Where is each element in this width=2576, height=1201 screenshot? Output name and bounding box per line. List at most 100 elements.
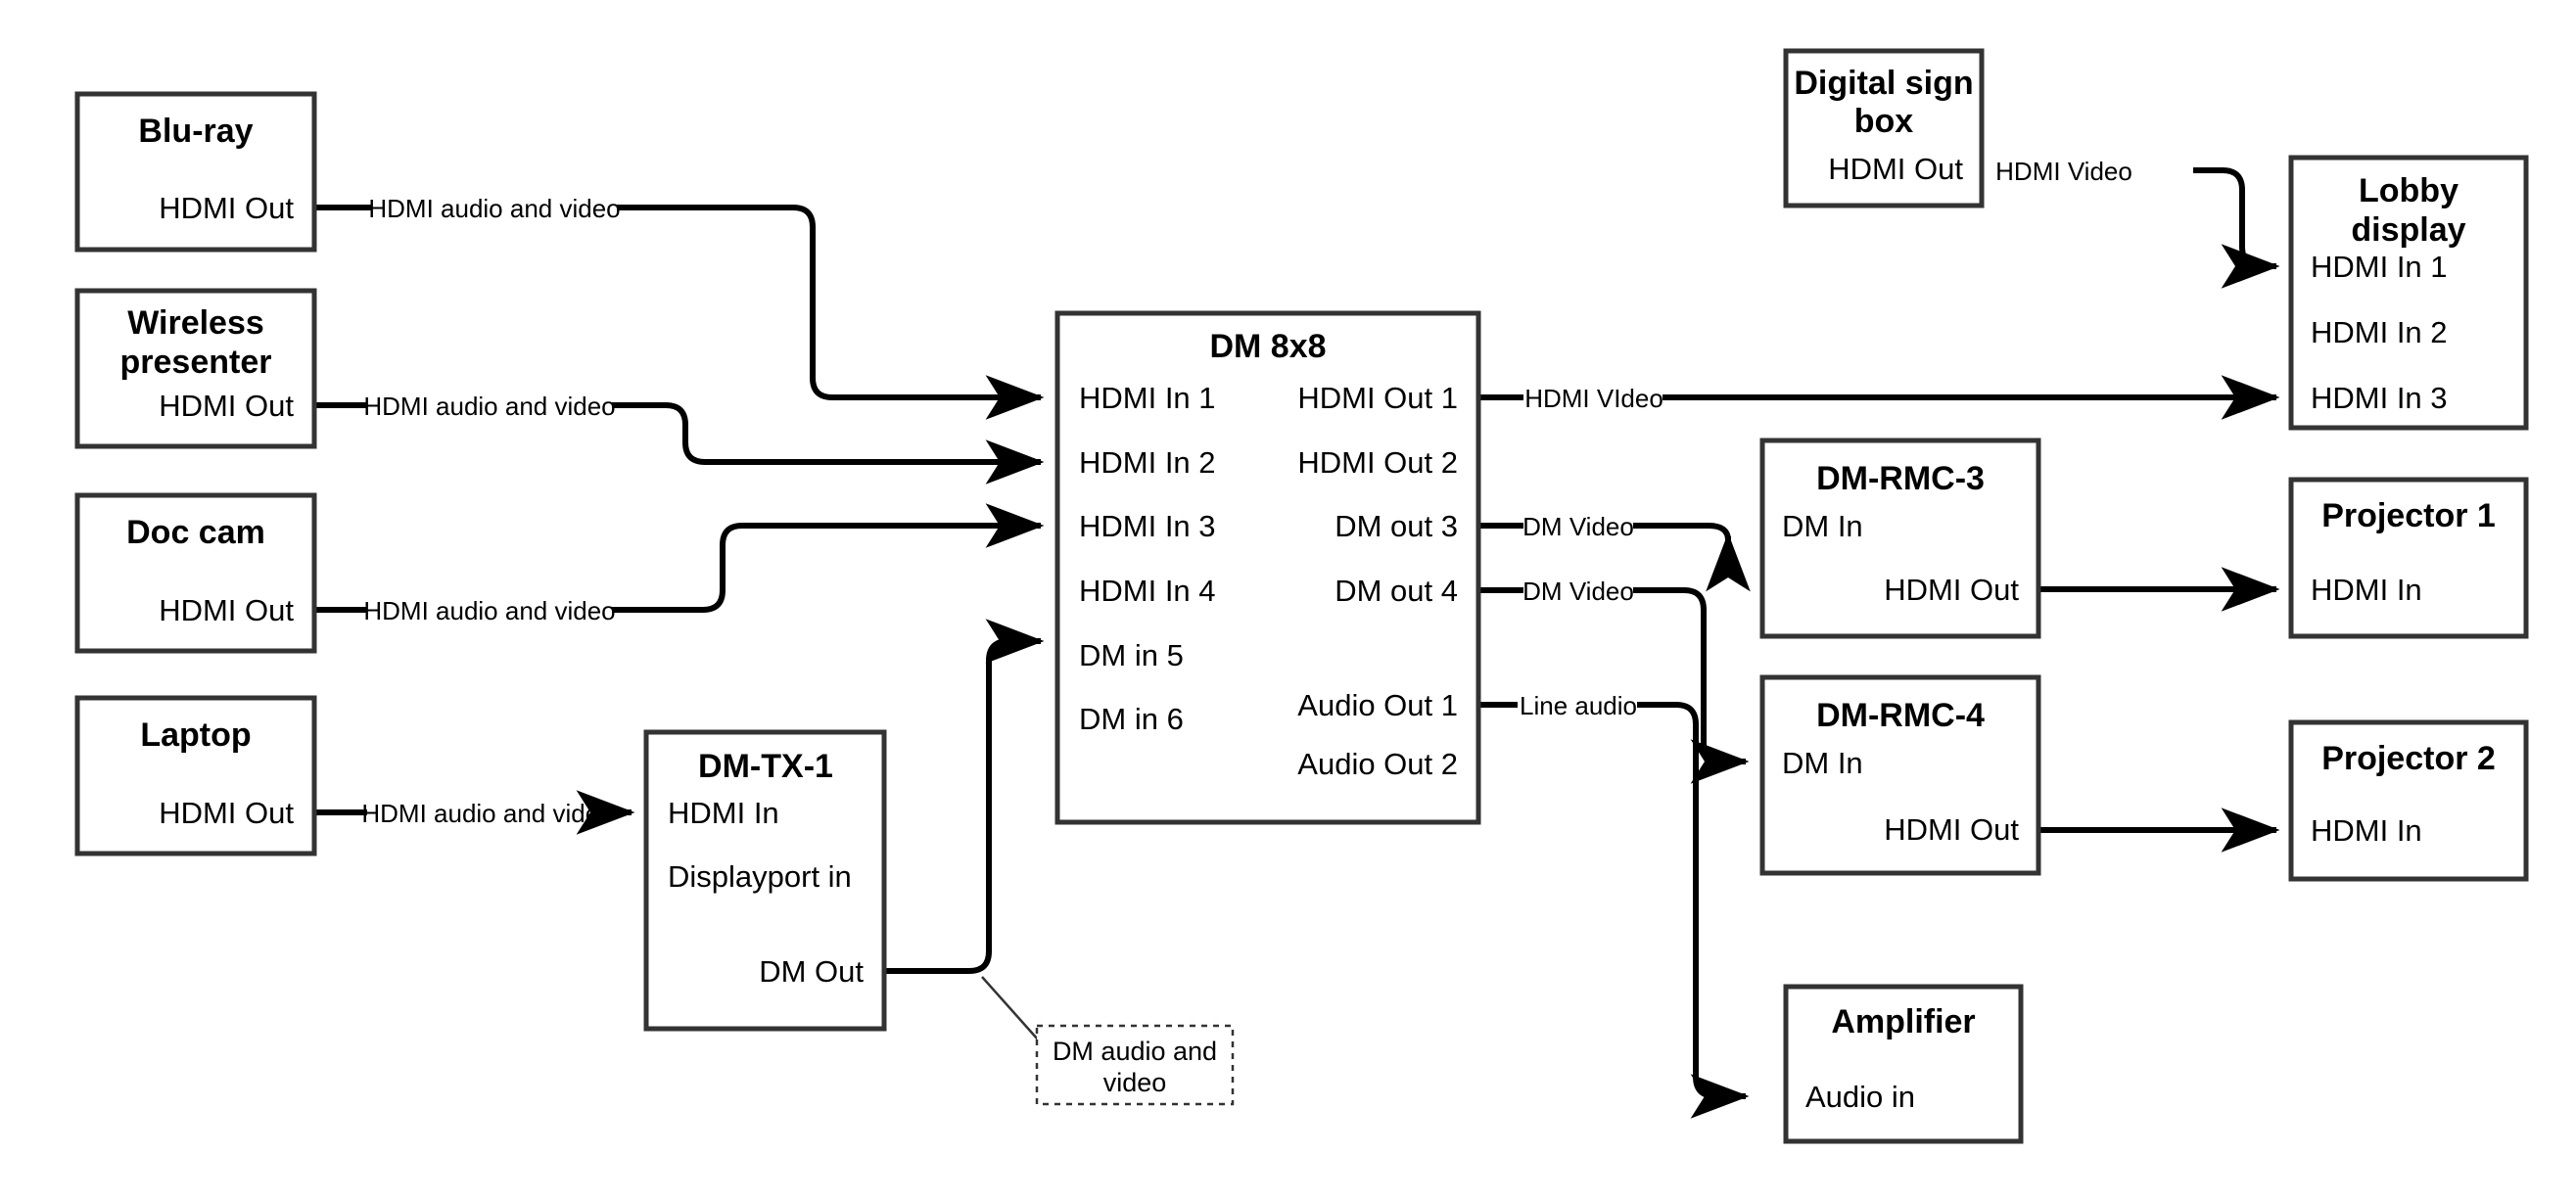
digital-sign-box-port-hdmi-out: HDMI Out bbox=[1828, 152, 1963, 186]
link-bluray-to-dm-in1: HDMI audio and video bbox=[314, 194, 1045, 420]
digital-sign-box-title-line2: box bbox=[1854, 103, 1914, 140]
bluray-box[interactable] bbox=[74, 91, 317, 253]
bluray-port-hdmi-out: HDMI Out bbox=[159, 191, 294, 225]
dm-8x8-output-hdmi-out-1: HDMI Out 1 bbox=[1297, 381, 1458, 415]
node-doc-cam[interactable]: Doc cam HDMI Out bbox=[74, 492, 317, 654]
dm-8x8-output-dm-out-4: DM out 4 bbox=[1335, 574, 1458, 608]
dm-rmc-4-port-hdmi-out: HDMI Out bbox=[1884, 812, 2019, 847]
link-segment bbox=[617, 205, 1045, 420]
dm-8x8-box[interactable] bbox=[1054, 310, 1481, 825]
dm-tx-1-port-hdmi-in: HDMI In bbox=[668, 796, 779, 830]
node-bluray[interactable]: Blu-ray HDMI Out bbox=[74, 91, 317, 253]
dm-8x8-input-hdmi-in-4: HDMI In 4 bbox=[1079, 574, 1216, 608]
link-segment bbox=[1633, 587, 1750, 784]
link-segment bbox=[2193, 167, 2280, 289]
wireless-presenter-box[interactable] bbox=[74, 288, 317, 449]
dm-tx-1-title: DM-TX-1 bbox=[698, 748, 833, 785]
doc-cam-box[interactable] bbox=[74, 492, 317, 654]
node-digital-sign-box[interactable]: Digital sign box HDMI Out bbox=[1783, 48, 1985, 208]
node-dm-tx-1[interactable]: DM-TX-1 HDMI In Displayport in DM Out bbox=[643, 729, 887, 1032]
dm-8x8-title: DM 8x8 bbox=[1209, 328, 1326, 365]
doc-cam-title: Doc cam bbox=[126, 514, 265, 551]
link-label-sign: HDMI Video bbox=[1995, 157, 2132, 186]
note-leader-line bbox=[981, 976, 1039, 1040]
link-label-dm-out1: HDMI VIdeo bbox=[1524, 384, 1663, 413]
node-projector-2[interactable]: Projector 2 HDMI In bbox=[2288, 719, 2529, 882]
node-dm-rmc-3[interactable]: DM-RMC-3 DM In HDMI Out bbox=[1759, 438, 2041, 639]
link-label-dm-out3: DM Video bbox=[1522, 512, 1634, 541]
amplifier-port-audio-in: Audio in bbox=[1805, 1080, 1915, 1114]
link-audio-out1-to-amp: Line audio bbox=[1478, 691, 1750, 1119]
link-label-audio-out1: Line audio bbox=[1520, 691, 1637, 720]
link-segment bbox=[612, 402, 1045, 485]
node-projector-1[interactable]: Projector 1 HDMI In bbox=[2288, 477, 2529, 639]
dm-8x8-input-dm-in-6: DM in 6 bbox=[1079, 702, 1184, 736]
link-doccam-to-dm-in3: HDMI audio and video bbox=[314, 503, 1045, 625]
dm-rmc-3-title: DM-RMC-3 bbox=[1816, 460, 1985, 497]
projector-2-port-hdmi-in: HDMI In bbox=[2311, 813, 2422, 848]
dm-tx-1-port-displayport-in: Displayport in bbox=[668, 859, 852, 894]
node-dm-8x8[interactable]: DM 8x8 HDMI In 1 HDMI In 2 HDMI In 3 HDM… bbox=[1054, 310, 1481, 825]
lobby-display-title-line1: Lobby bbox=[2359, 172, 2459, 209]
link-dm-out4-to-rmc4: DM Video bbox=[1478, 577, 1750, 784]
dm-8x8-input-hdmi-in-2: HDMI In 2 bbox=[1079, 445, 1216, 480]
link-segment bbox=[1633, 523, 1751, 592]
link-tx-to-dm-in5 bbox=[884, 619, 1045, 1040]
amplifier-box[interactable] bbox=[1783, 984, 2024, 1144]
link-label-doccam: HDMI audio and video bbox=[363, 596, 615, 625]
wireless-presenter-title-line1: Wireless bbox=[127, 304, 264, 342]
dm-rmc-3-box[interactable] bbox=[1759, 438, 2041, 639]
link-laptop-to-tx-hdmi-in: HDMI audio and video bbox=[314, 790, 635, 835]
node-dm-rmc-4[interactable]: DM-RMC-4 DM In HDMI Out bbox=[1759, 674, 2041, 876]
dm-rmc-4-title: DM-RMC-4 bbox=[1816, 697, 1985, 734]
link-segment bbox=[612, 503, 1045, 613]
projector-1-box[interactable] bbox=[2288, 477, 2529, 639]
dm-rmc-4-port-dm-in: DM In bbox=[1782, 746, 1863, 780]
digital-sign-box-title-line1: Digital sign bbox=[1794, 65, 1973, 102]
laptop-port-hdmi-out: HDMI Out bbox=[159, 796, 294, 830]
dm-tx-1-port-dm-out: DM Out bbox=[759, 954, 864, 989]
link-segment bbox=[1637, 702, 1750, 1119]
dm-audio-video-note-box bbox=[1035, 1024, 1235, 1106]
dm-audio-video-note-line2: video bbox=[1103, 1068, 1167, 1097]
dm-8x8-input-hdmi-in-3: HDMI In 3 bbox=[1079, 509, 1216, 543]
laptop-title: Laptop bbox=[140, 716, 251, 754]
dm-tx-1-box[interactable] bbox=[643, 729, 887, 1032]
link-label-dm-out4: DM Video bbox=[1522, 577, 1634, 606]
node-laptop[interactable]: Laptop HDMI Out bbox=[74, 695, 317, 856]
bluray-title: Blu-ray bbox=[138, 113, 253, 150]
lobby-display-title-line2: display bbox=[2351, 211, 2465, 249]
dm-8x8-output-hdmi-out-2: HDMI Out 2 bbox=[1297, 445, 1458, 480]
dm-8x8-input-hdmi-in-1: HDMI In 1 bbox=[1079, 381, 1216, 415]
wireless-presenter-port-hdmi-out: HDMI Out bbox=[159, 389, 294, 423]
dm-8x8-output-dm-out-3: DM out 3 bbox=[1335, 509, 1458, 543]
link-label-wireless: HDMI audio and video bbox=[363, 392, 615, 421]
lobby-display-input-hdmi-in-2: HDMI In 2 bbox=[2311, 315, 2448, 349]
link-wireless-to-dm-in2: HDMI audio and video bbox=[314, 392, 1045, 485]
dm-8x8-input-dm-in-5: DM in 5 bbox=[1079, 638, 1184, 672]
doc-cam-port-hdmi-out: HDMI Out bbox=[159, 593, 294, 627]
amplifier-title: Amplifier bbox=[1831, 1003, 1975, 1040]
lobby-display-box[interactable] bbox=[2288, 155, 2529, 431]
link-label-laptop: HDMI audio and video bbox=[361, 799, 613, 828]
digital-sign-box[interactable] bbox=[1783, 48, 1985, 208]
annotation-dm-audio-and-video: DM audio and video bbox=[1035, 1024, 1235, 1106]
dm-rmc-3-port-hdmi-out: HDMI Out bbox=[1884, 573, 2019, 607]
node-lobby-display[interactable]: Lobby display HDMI In 1 HDMI In 2 HDMI I… bbox=[2288, 155, 2529, 431]
node-wireless-presenter[interactable]: Wireless presenter HDMI Out bbox=[74, 288, 317, 449]
link-label-bluray: HDMI audio and video bbox=[368, 194, 620, 223]
dm-rmc-4-box[interactable] bbox=[1759, 674, 2041, 876]
link-dm-out3-to-rmc3: DM Video bbox=[1478, 512, 1751, 592]
lobby-display-input-hdmi-in-3: HDMI In 3 bbox=[2311, 381, 2448, 415]
dm-8x8-output-audio-out-1: Audio Out 1 bbox=[1297, 688, 1458, 722]
projector-2-box[interactable] bbox=[2288, 719, 2529, 882]
wireless-presenter-title-line2: presenter bbox=[120, 344, 272, 381]
dm-8x8-output-audio-out-2: Audio Out 2 bbox=[1297, 747, 1458, 781]
link-segment bbox=[884, 619, 1045, 974]
projector-1-port-hdmi-in: HDMI In bbox=[2311, 573, 2422, 607]
laptop-box[interactable] bbox=[74, 695, 317, 856]
node-amplifier[interactable]: Amplifier Audio in bbox=[1783, 984, 2024, 1144]
dm-audio-video-note-line1: DM audio and bbox=[1053, 1037, 1217, 1066]
